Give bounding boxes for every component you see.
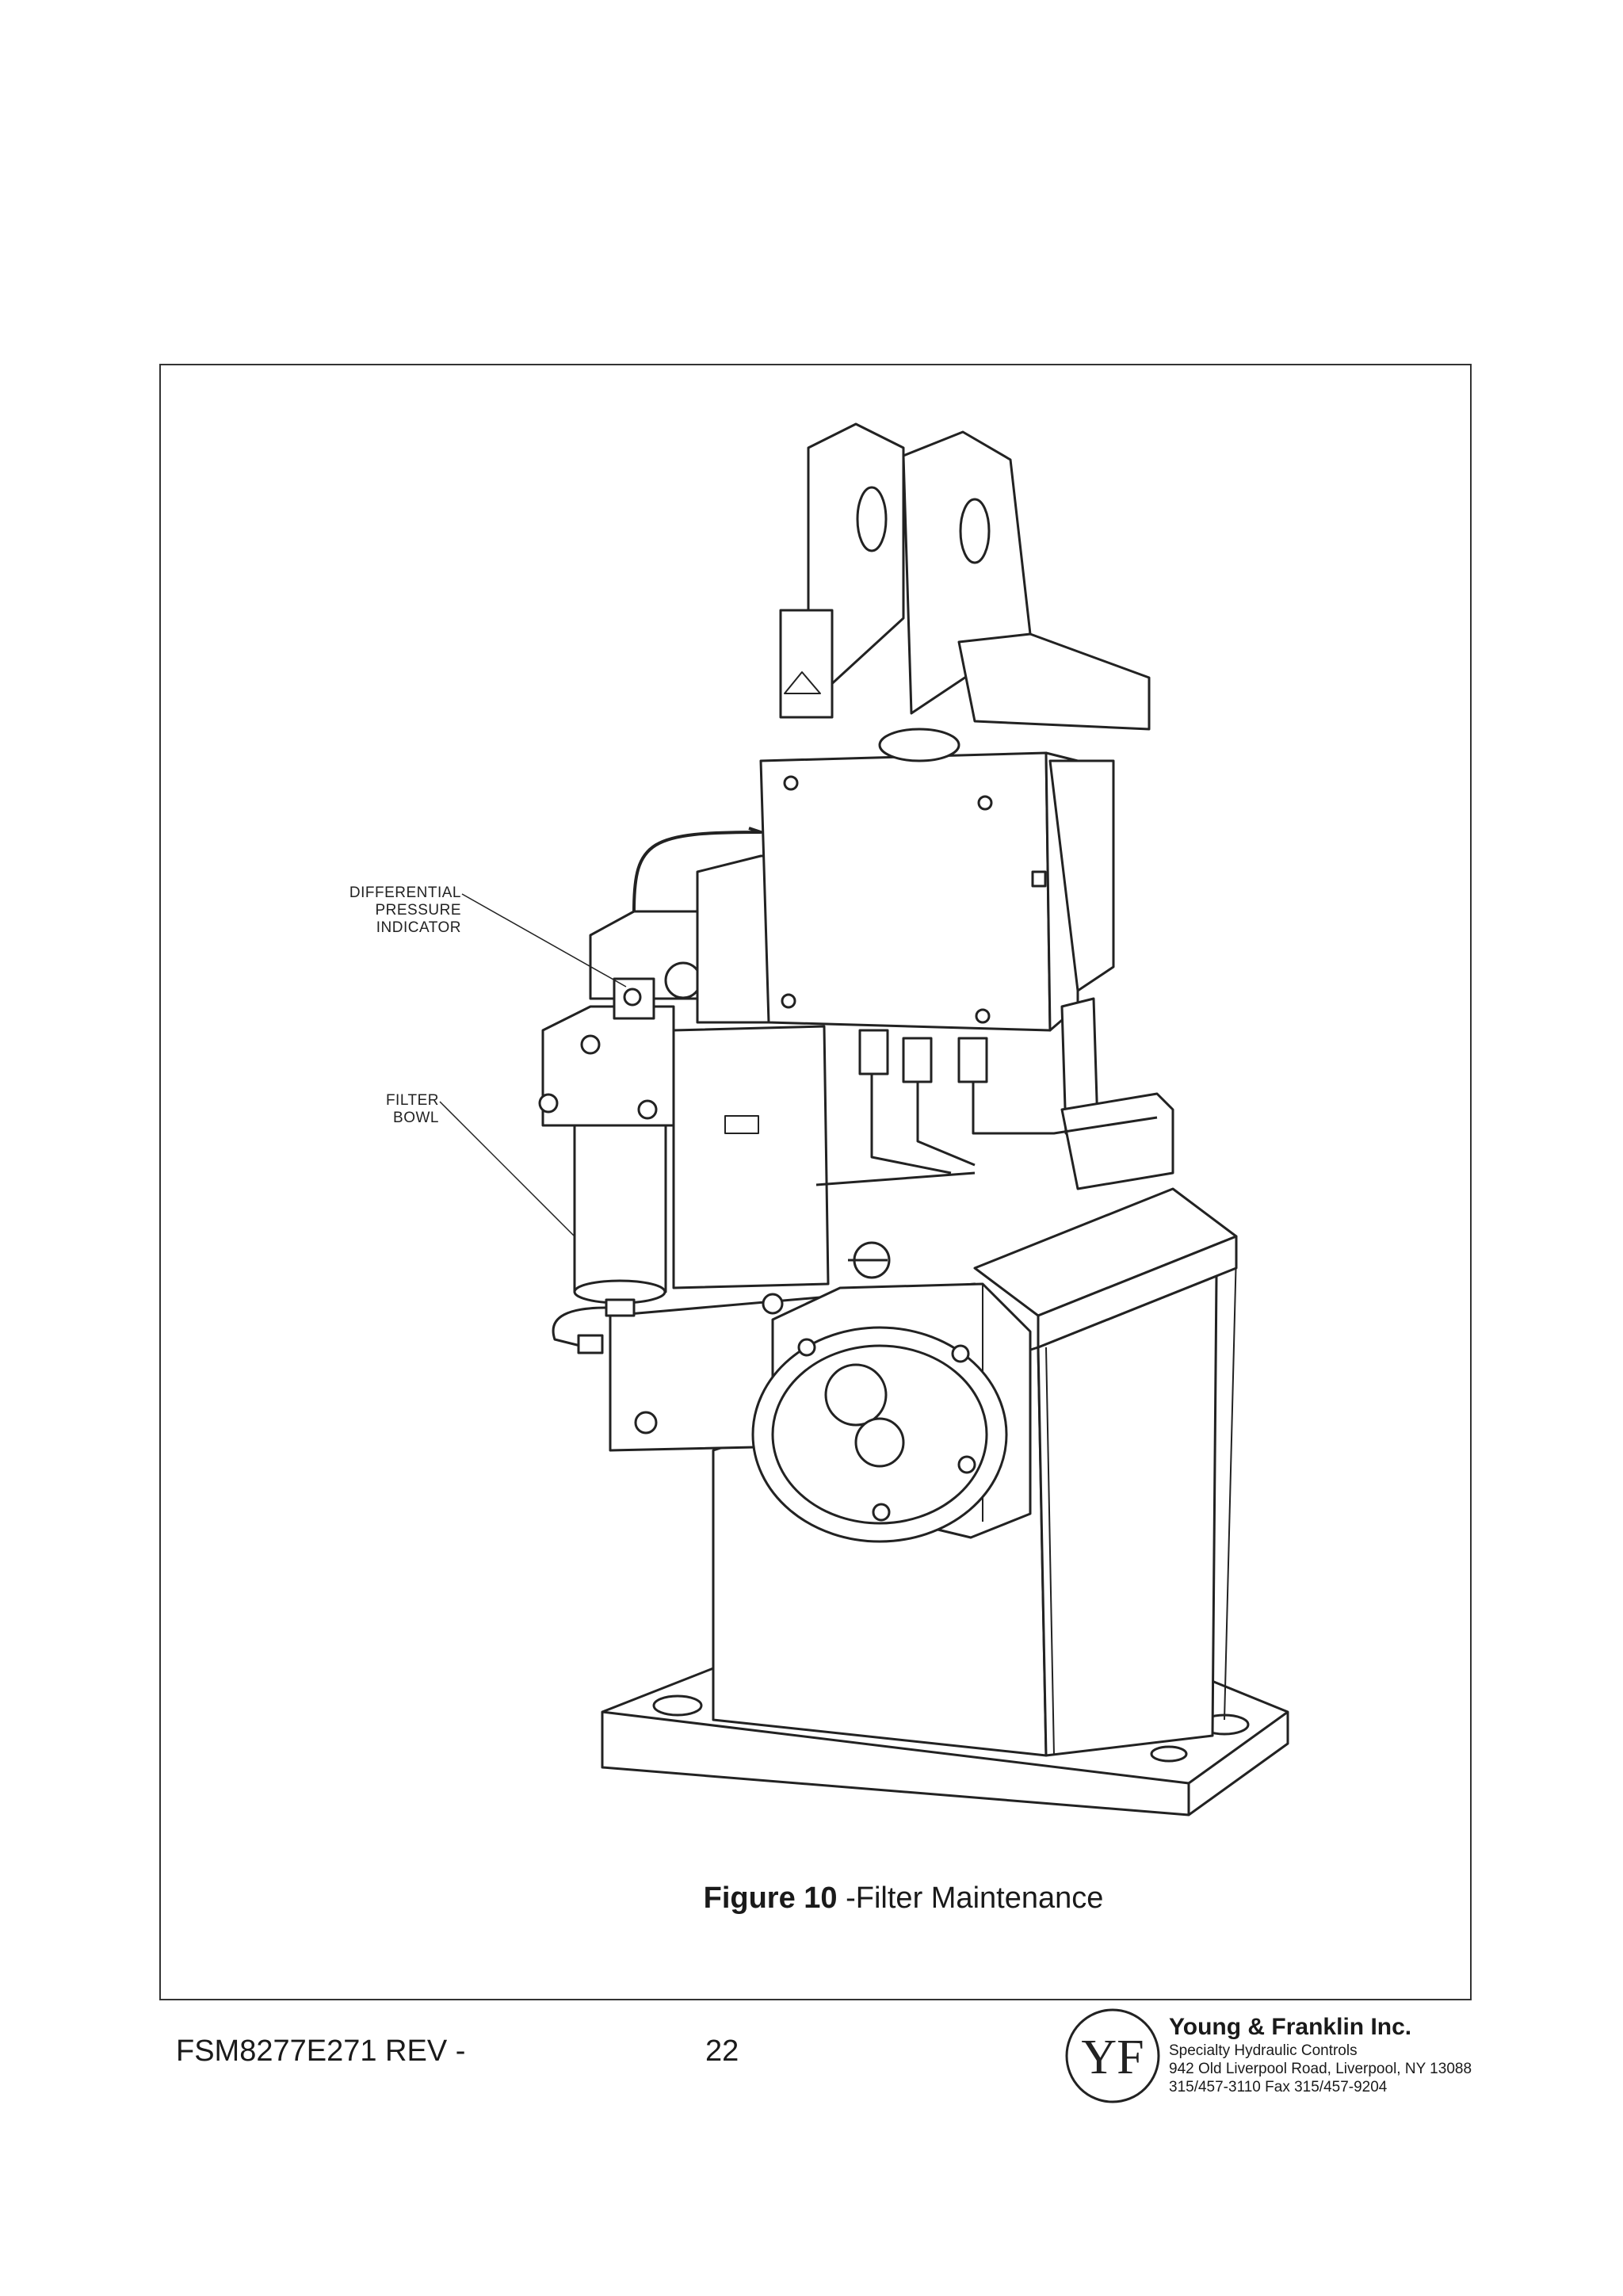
company-name: Young & Franklin Inc. [1169,2014,1412,2040]
logo-monogram: YF [1081,2030,1144,2084]
company-block: Young & Franklin Inc. Specialty Hydrauli… [1169,2013,1472,2096]
figure-caption: Figure 10 -Filter Maintenance [507,1881,1300,1916]
company-phone-fax: 315/457-3110 Fax 315/457-9204 [1169,2079,1388,2095]
fittings [815,1029,1158,1279]
callout-leaders [439,893,627,1237]
filter-bowl-shape [538,1005,675,1354]
side-valve-stack [1048,759,1174,1190]
top-clevis [779,422,1151,762]
mounting-block [973,1187,1238,1349]
filter-body [672,1025,830,1289]
servo-valve-body [696,751,1079,1032]
figure-number: Figure 10 [703,1881,838,1915]
document-id: FSM8277E271 REV - [176,2034,466,2068]
company-logo: YF [1065,2008,1160,2103]
inlet-flange [751,1282,1032,1543]
company-tagline: Specialty Hydraulic Controls [1169,2042,1358,2059]
page-number: 22 [705,2034,739,2068]
callout-filter-bowl: FILTER BOWL [385,1092,439,1126]
hydraulic-tube [632,827,762,912]
callout-differential-pressure-indicator: DIFFERENTIAL PRESSURE INDICATOR [349,884,461,936]
company-address: 942 Old Liverpool Road, Liverpool, NY 13… [1169,2061,1472,2077]
figure-title: -Filter Maintenance [837,1881,1104,1915]
figure-frame [159,364,1472,2000]
